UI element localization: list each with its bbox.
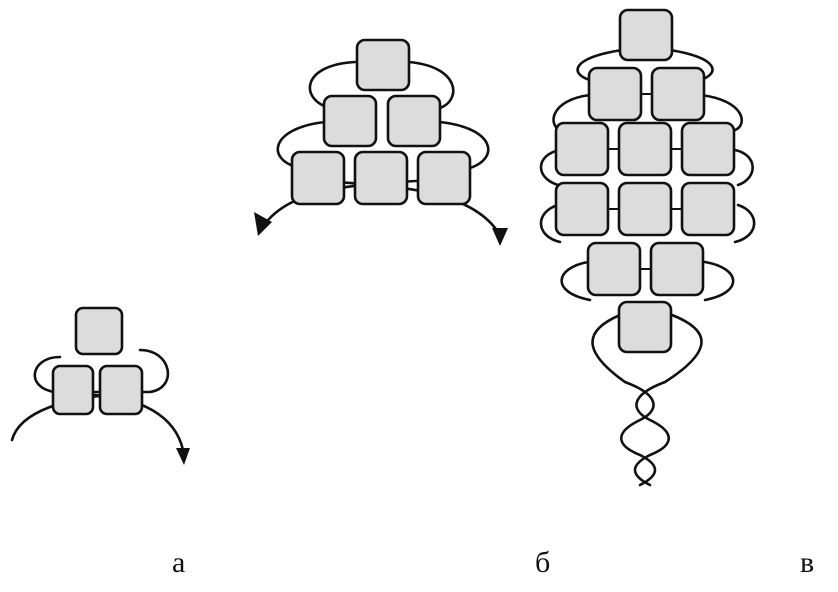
panel-v: [539, 8, 756, 487]
panel-a-arrowhead: [176, 448, 190, 465]
panel-b: [254, 38, 508, 246]
panel-v-bead-r5-1: [586, 241, 642, 297]
panel-b-loop-1: [308, 60, 455, 110]
panel-b-arrowhead-left: [254, 212, 272, 236]
panel-v-bead-r3-3: [680, 121, 736, 177]
panel-b-bead-r3-1: [290, 150, 346, 206]
panel-v-bead-r6: [617, 300, 673, 354]
panel-v-bead-r1: [618, 8, 674, 62]
panel-v-bead-r4-2: [617, 181, 673, 237]
panel-v-bead-r5-2: [649, 241, 705, 297]
panel-a-bead-top: [74, 306, 124, 356]
panel-v-connectors: [608, 93, 682, 270]
panel-a-bead-left: [51, 364, 95, 416]
panel-v-bead-r3-1: [554, 121, 610, 177]
panel-b-bead-r2-2: [386, 94, 442, 148]
panel-b-bead-r2-1: [322, 94, 378, 148]
panel-v-bead-r2-1: [587, 66, 643, 122]
caption-b: б: [535, 546, 551, 579]
panel-v-bead-r4-3: [680, 181, 736, 237]
caption-v: в: [800, 546, 815, 579]
panel-b-loop-2: [276, 120, 490, 170]
panel-v-loops-right: [663, 48, 756, 384]
panel-b-bead-r1: [355, 38, 411, 92]
panel-b-bead-r3-2: [353, 150, 409, 206]
caption-a: а: [172, 546, 186, 579]
panel-v-bead-r3-2: [617, 121, 673, 177]
panel-b-bead-r3-3: [416, 150, 472, 206]
panel-a: [10, 306, 190, 465]
panel-b-arrowhead-right: [492, 228, 508, 246]
panel-v-bead-r2-2: [650, 66, 706, 122]
panel-v-bead-r4-1: [554, 181, 610, 237]
panel-v-loops-left: [539, 48, 627, 384]
panel-v-twisted-tail: [620, 380, 670, 487]
panel-a-bead-right: [98, 364, 144, 416]
